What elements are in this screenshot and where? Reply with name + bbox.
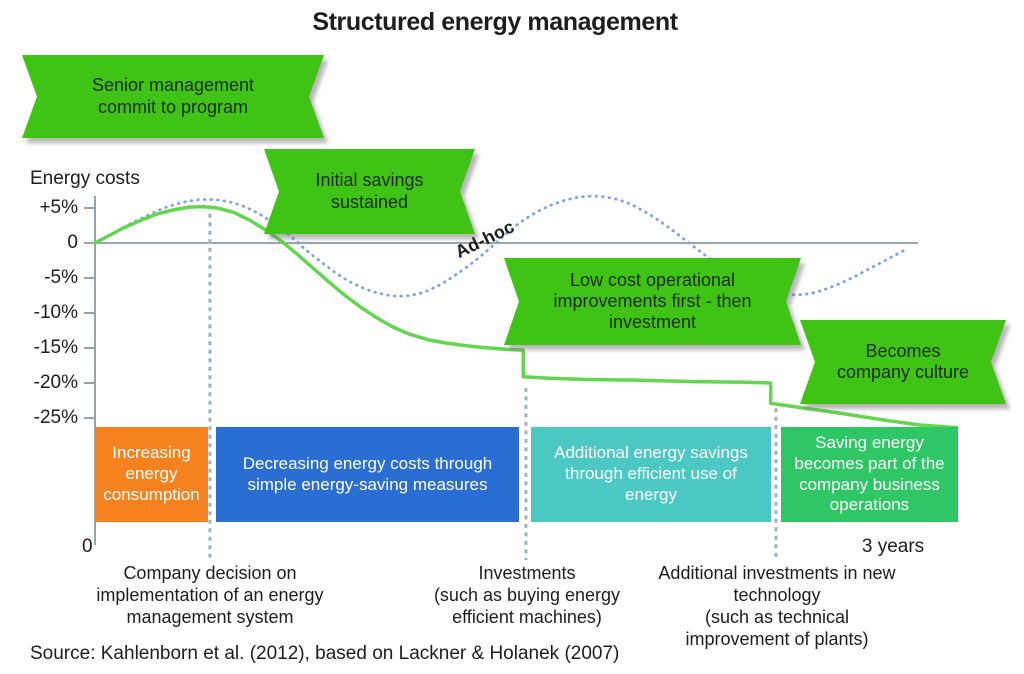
ribbon-label: Becomes company culture: [836, 340, 970, 382]
y-tick-label-minus25: -25%: [33, 407, 78, 428]
ribbon-label: Low cost operational improvements first …: [553, 269, 752, 333]
phase-bar-simple-measures: Decreasing energy costs through simple e…: [216, 427, 519, 522]
y-tick-label-minus15: -15%: [33, 337, 78, 358]
phase-bar-increasing-consumption: Increasing energy consumption: [95, 427, 208, 522]
ribbon-shape: Low cost operational improvements first …: [504, 258, 801, 345]
page-title: Structured energy management: [312, 8, 678, 36]
ribbon-initial-savings: Initial savings sustained: [264, 149, 475, 234]
x-axis-start-label: 0: [82, 536, 93, 557]
y-axis-label: Energy costs: [30, 168, 140, 189]
source-caption: Source: Kahlenborn et al. (2012), based …: [30, 643, 620, 664]
ribbon-shape: Senior management commit to program: [22, 55, 324, 138]
structured-curve: [93, 204, 959, 430]
ribbon-senior-management-commit: Senior management commit to program: [22, 55, 324, 138]
ribbon-shape: Becomes company culture: [800, 320, 1006, 404]
ribbon-low-cost-improvements: Low cost operational improvements first …: [504, 258, 801, 345]
ribbon-shape: Initial savings sustained: [264, 149, 475, 234]
y-tick-label-plus5: +5%: [39, 197, 78, 218]
y-tick-label-minus5: -5%: [44, 267, 78, 288]
y-tick-label-minus10: -10%: [33, 302, 78, 323]
phase-bar-company-operations: Saving energy becomes part of the compan…: [781, 427, 958, 522]
x-axis-end-label: 3 years: [861, 536, 925, 557]
annotation-company-decision: Company decision on implementation of an…: [96, 563, 324, 627]
annotation-investments: Investments (such as buying energy effic…: [433, 563, 621, 627]
y-tick-label-0: 0: [67, 232, 78, 253]
annotation-additional-investments: Additional investments in new technology…: [658, 563, 896, 649]
y-tick-label-minus20: -20%: [33, 372, 78, 393]
ribbon-label: Initial savings sustained: [315, 170, 424, 212]
ribbon-becomes-company-culture: Becomes company culture: [800, 320, 1006, 404]
ribbon-label: Senior management commit to program: [91, 75, 255, 117]
phase-bar-efficient-use: Additional energy savings through effici…: [531, 427, 771, 522]
